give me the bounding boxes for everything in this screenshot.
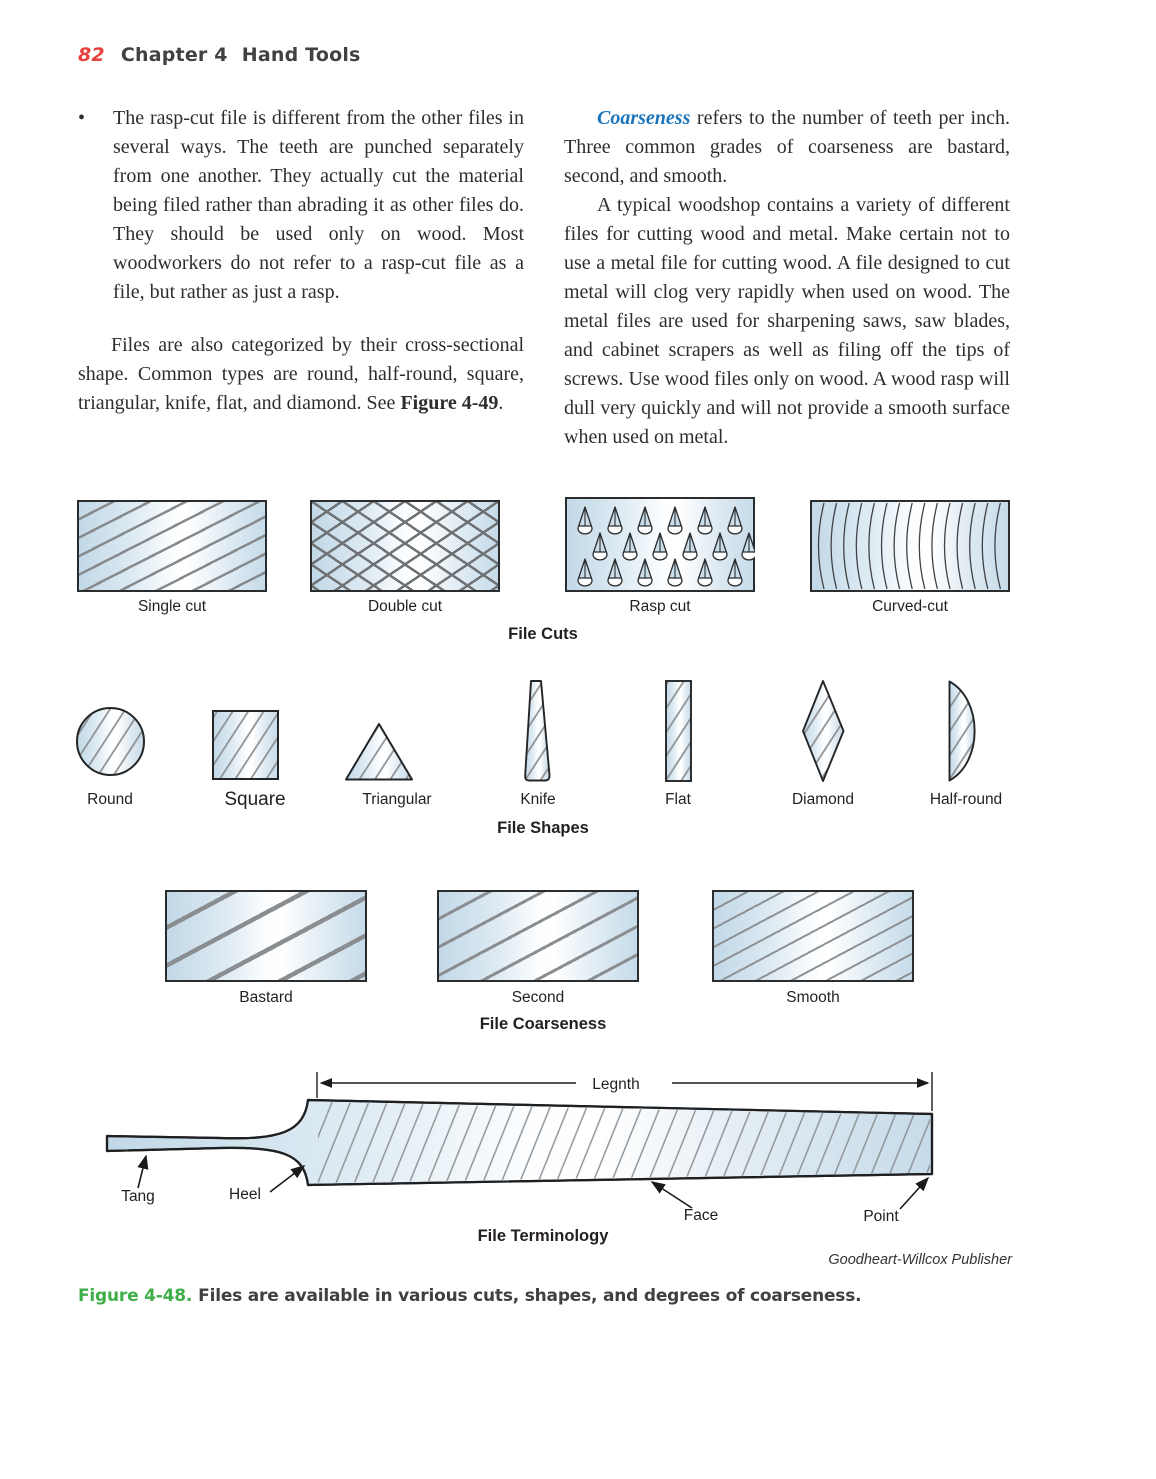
figure-caption: Figure 4-48.Files are available in vario… (78, 1286, 1018, 1306)
page-number: 82 (78, 44, 105, 66)
left-paragraph: Files are also categorized by their cros… (78, 334, 524, 414)
bullet-paragraph: The rasp-cut file is different from the … (113, 107, 524, 303)
double-cut-swatch (310, 500, 500, 592)
square-label: Square (224, 789, 286, 810)
curved-cut-label: Curved-cut (872, 598, 948, 615)
chapter-label: Chapter 4 (120, 44, 228, 66)
square-shape (212, 710, 279, 780)
round-label: Round (87, 791, 133, 808)
coarseness-term: Coarseness (597, 107, 691, 129)
coarseness-paragraph: Coarseness refers to the number of teeth… (564, 107, 1010, 187)
curved-cut-swatch (810, 500, 1010, 592)
point-label: Point (863, 1208, 899, 1225)
single-cut-label: Single cut (137, 598, 207, 615)
length-label: Legnth (592, 1076, 640, 1093)
bastard-swatch (165, 890, 367, 982)
left-column: • The rasp-cut file is different from th… (78, 104, 524, 418)
triangular-shape (345, 723, 413, 781)
figure-caption-text: Files are available in various cuts, sha… (198, 1286, 862, 1306)
publisher-credit: Goodheart-Willcox Publisher (828, 1252, 1012, 1268)
half-round-label: Half-round (929, 791, 1003, 808)
smooth-swatch (712, 890, 914, 982)
file-cuts-title: File Cuts (508, 625, 578, 643)
round-shape (76, 707, 145, 776)
half-round-shape (948, 680, 976, 782)
diamond-shape (802, 680, 845, 782)
heel-label: Heel (229, 1186, 261, 1203)
second-swatch (437, 890, 639, 982)
figure-caption-number: Figure 4-48. (78, 1286, 193, 1306)
face-label: Face (683, 1207, 719, 1224)
double-cut-label: Double cut (367, 598, 443, 615)
page-header: 82 Chapter 4 Hand Tools (78, 44, 361, 66)
right-column: Coarseness refers to the number of teeth… (564, 104, 1010, 452)
diamond-label: Diamond (791, 791, 855, 808)
flat-label: Flat (665, 791, 691, 808)
bullet-marker: • (78, 107, 86, 129)
bullet-item: • The rasp-cut file is different from th… (78, 104, 524, 307)
second-label: Second (511, 989, 565, 1006)
knife-shape (524, 680, 551, 782)
single-cut-swatch (77, 500, 267, 592)
tang-label: Tang (121, 1188, 155, 1205)
figure-reference: Figure 4-49 (400, 392, 499, 414)
triangular-label: Triangular (362, 791, 432, 808)
left-paragraph-text: Files are also categorized by their cros… (78, 334, 524, 414)
flat-shape (665, 680, 692, 782)
book-title: Hand Tools (241, 44, 361, 66)
rasp-cut-label: Rasp cut (629, 598, 691, 615)
knife-label: Knife (520, 791, 556, 808)
file-terminology-diagram (105, 1072, 934, 1210)
rasp-cut-swatch (565, 497, 755, 592)
smooth-label: Smooth (786, 989, 840, 1006)
woodshop-paragraph: A typical woodshop contains a variety of… (564, 194, 1010, 448)
file-terminology-title: File Terminology (477, 1227, 609, 1245)
bastard-label: Bastard (239, 989, 293, 1006)
file-shapes-title: File Shapes (497, 819, 589, 837)
file-coarseness-title: File Coarseness (479, 1015, 607, 1033)
